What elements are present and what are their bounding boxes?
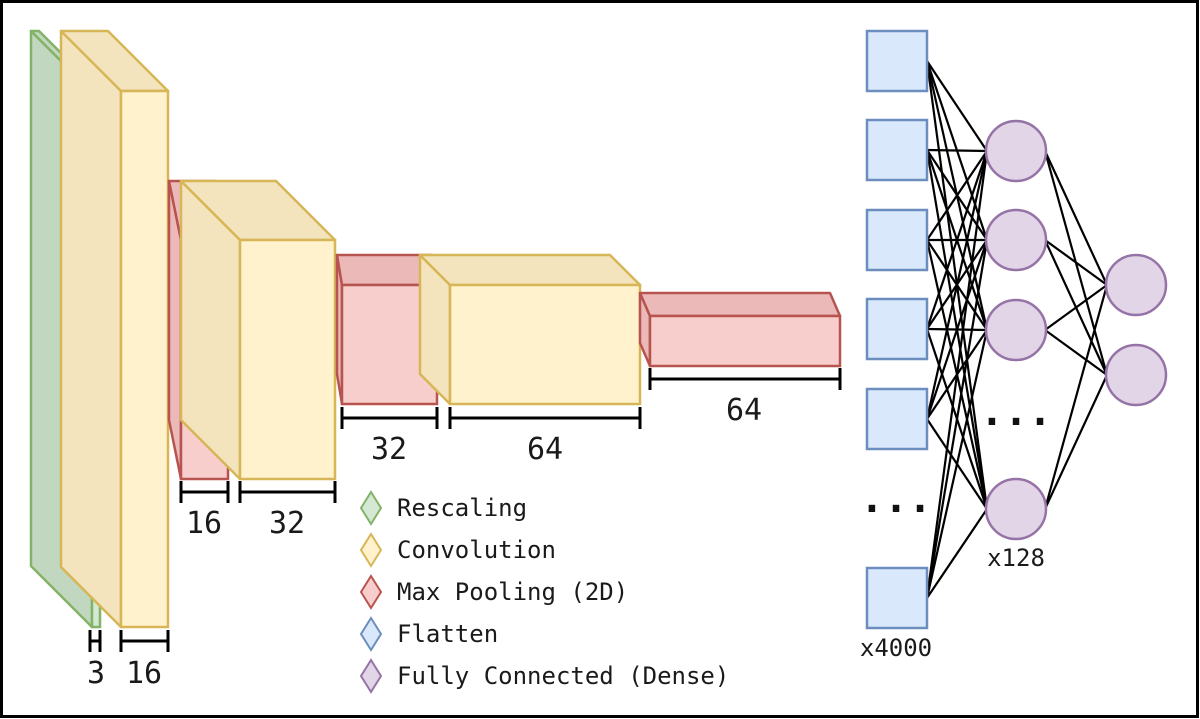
dense-hidden-nodes (984, 119, 1048, 541)
legend-label-rescaling: Rescaling (397, 494, 527, 522)
legend-dense-diamond-icon (359, 658, 383, 694)
conv-layer-1-front-face (119, 89, 170, 629)
legend-convolution-diamond-icon (359, 532, 383, 568)
dim-bracket-conv3 (448, 407, 642, 429)
connection-line (1044, 374, 1108, 510)
dim-bracket-pool2 (340, 407, 439, 429)
dense-count-label: x128 (987, 544, 1045, 572)
legend-rescaling-diamond-icon (359, 490, 383, 526)
connection-line (1044, 284, 1108, 331)
dense-node-1 (984, 119, 1048, 183)
flatten-node-5 (865, 387, 929, 451)
output-node-1 (1104, 253, 1168, 317)
flatten-node-3 (865, 208, 929, 272)
legend-label-flatten: Flatten (397, 620, 498, 648)
connection-line (1044, 239, 1108, 286)
dim-label-pool1: 16 (186, 506, 222, 541)
flatten-count-label: x4000 (860, 634, 932, 662)
conv-layer-3 (418, 253, 642, 406)
connection-line (925, 150, 989, 599)
conv-layer-1 (59, 29, 170, 629)
conv-layer-3-front-face (448, 283, 642, 406)
dense-to-output-connections (1043, 150, 1109, 510)
dim-label-conv3: 64 (527, 432, 563, 467)
connection-line (925, 150, 989, 330)
flatten-to-dense-connections (925, 60, 989, 599)
maxpool-layer-3 (638, 291, 842, 368)
dense-ellipsis: ... (980, 389, 1052, 435)
dense-node-4 (984, 477, 1048, 541)
dim-label-rescaling: 3 (87, 656, 105, 691)
legend-maxpool-diamond-icon (359, 574, 383, 610)
conv-layer-2 (179, 179, 337, 481)
connection-line (926, 150, 988, 241)
conv-layer-2-front-face (238, 238, 337, 481)
legend-label-convolution: Convolution (397, 536, 556, 564)
connection-line (925, 150, 989, 420)
legend: Rescaling Convolution Max Pooling (2D) F… (359, 490, 729, 694)
dim-bracket-pool1 (179, 481, 230, 503)
connection-line (926, 60, 988, 152)
flatten-node-4 (865, 297, 929, 361)
legend-label-maxpool: Max Pooling (2D) (397, 578, 628, 606)
maxpool-layer-3-front-face (648, 314, 842, 368)
connection-line (926, 508, 988, 599)
layer-dimension-labels: 3 16 16 32 32 64 64 (87, 393, 762, 691)
connection-line (925, 239, 989, 420)
flatten-node-1 (865, 29, 929, 93)
dim-label-conv2: 32 (269, 506, 305, 541)
dim-bracket-conv1 (119, 630, 170, 652)
legend-label-dense: Fully Connected (Dense) (397, 662, 729, 690)
flatten-ellipsis: ... (860, 476, 932, 522)
connection-line (1043, 284, 1109, 510)
connection-line (1044, 329, 1108, 376)
dim-bracket-pool3 (648, 368, 842, 390)
conv-layer-3-top-face (418, 253, 642, 287)
output-node-2 (1104, 343, 1168, 407)
connection-line (925, 239, 989, 599)
dim-label-conv1: 16 (126, 656, 162, 691)
connection-line (1044, 150, 1108, 286)
dense-output-nodes (1104, 253, 1168, 407)
dim-bracket-rescaling (88, 630, 102, 652)
connection-line (925, 329, 989, 599)
dense-node-3 (984, 298, 1048, 362)
flatten-node-6 (865, 566, 929, 630)
maxpool-layer-3-top-face (638, 291, 842, 318)
dim-label-pool3: 64 (726, 393, 762, 428)
connection-line (926, 148, 988, 153)
conv-layer-1-side-face (59, 29, 123, 629)
dense-node-2 (984, 208, 1048, 272)
flatten-nodes (865, 29, 929, 630)
layer-blocks (29, 29, 842, 652)
dim-bracket-conv2 (238, 481, 337, 503)
flatten-node-2 (865, 118, 929, 182)
legend-flatten-diamond-icon (359, 616, 383, 652)
dim-label-pool2: 32 (371, 432, 407, 467)
